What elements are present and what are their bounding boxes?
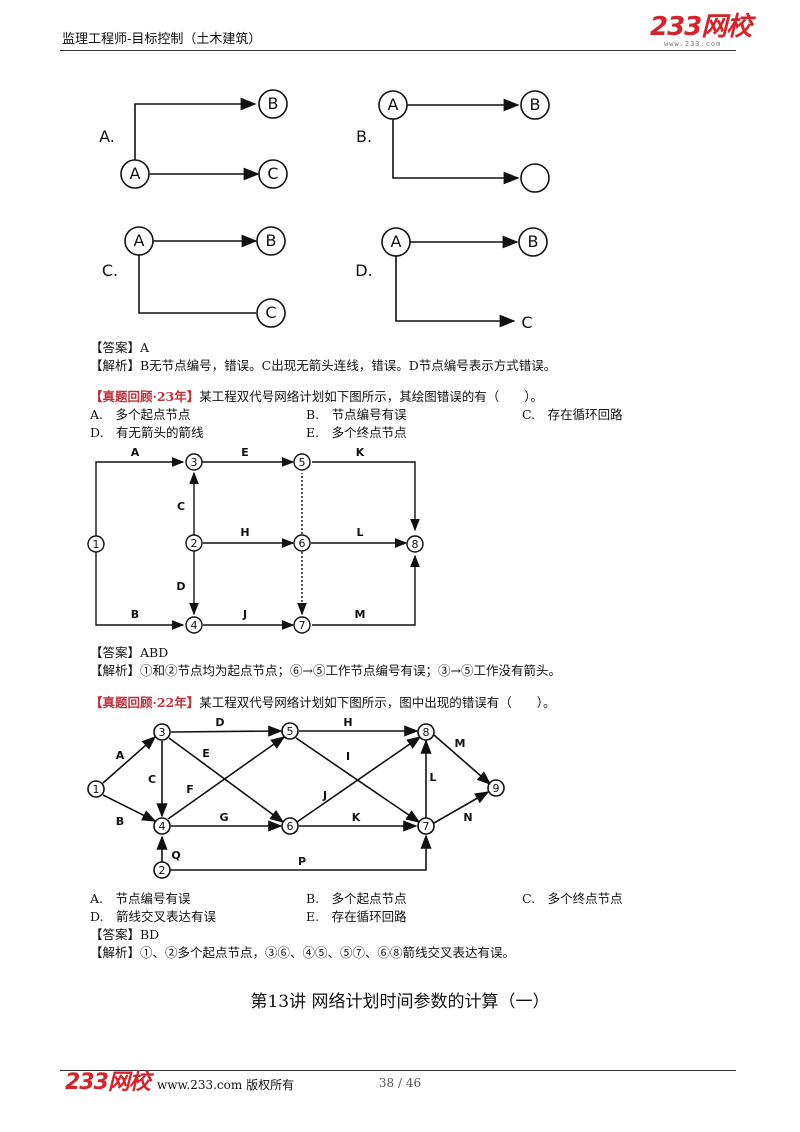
q23-act-l: L xyxy=(356,526,363,539)
brand-logo: 233网校 www.233.com xyxy=(650,12,752,48)
q22-act-k: K xyxy=(352,811,361,824)
opt-b-node-a: A xyxy=(388,95,399,114)
q22-option-e: E. 存在循环回路 xyxy=(306,909,407,924)
q22-recall-tag: 【真题回顾·22年】 xyxy=(90,695,200,710)
q22-option-b: B. 多个起点节点 xyxy=(306,891,407,906)
q23-act-d: D xyxy=(176,580,185,593)
opt-d-label-c: C xyxy=(521,313,532,332)
q23-act-h: H xyxy=(240,526,249,539)
q23-stem: 某工程双代号网络计划如下图所示，其绘图错误的有（ ）。 xyxy=(199,389,544,404)
q23-node-7: 7 xyxy=(299,619,306,632)
q22-node-1: 1 xyxy=(93,783,100,796)
q22-act-m: M xyxy=(455,737,466,750)
q22-act-l: L xyxy=(429,771,436,784)
q22-act-j: J xyxy=(322,789,327,802)
opt-d-node-a: A xyxy=(391,232,402,251)
q22-analysis: 【解析】①、②多个起点节点，③⑥、④⑤、⑤⑦、⑥⑧箭线交叉表达有误。 xyxy=(90,945,516,960)
q23-stem-line: 【真题回顾·23年】某工程双代号网络计划如下图所示，其绘图错误的有（ ）。 xyxy=(90,386,543,405)
q22-node-2: 2 xyxy=(159,864,166,877)
footer-site[interactable]: www.233.com 版权所有 xyxy=(157,1078,295,1092)
q23-node-6: 6 xyxy=(299,537,306,550)
q22-answer: 【答案】BD xyxy=(90,927,160,942)
q22-act-c: C xyxy=(148,773,156,786)
q22-node-9: 9 xyxy=(493,782,500,795)
footer-logo: 233网校 xyxy=(65,1070,151,1095)
q22-stem-line: 【真题回顾·22年】某工程双代号网络计划如下图所示，图中出现的错误有（ ）。 xyxy=(90,692,556,711)
q23-node-3: 3 xyxy=(191,456,198,469)
q23-act-e: E xyxy=(241,446,249,459)
opt-d-letter: D. xyxy=(355,261,372,280)
q23-option-b: B. 节点编号有误 xyxy=(306,407,407,422)
q22-node-4: 4 xyxy=(159,820,166,833)
q22-option-c: C. 多个终点节点 xyxy=(522,891,623,906)
q23-analysis: 【解析】①和②节点均为起点节点；⑥→⑤工作节点编号有误；③→⑤工作没有箭头。 xyxy=(90,663,561,678)
lecture-title: 第13讲 网络计划时间参数的计算（一） xyxy=(250,992,550,1012)
q22-act-a: A xyxy=(116,749,125,762)
q23-act-j: J xyxy=(242,608,247,621)
opt-a-node-c: C xyxy=(267,164,278,183)
q23-option-e: E. 多个终点节点 xyxy=(306,425,407,440)
opt-b-letter: B. xyxy=(356,127,372,146)
document-header-title: 监理工程师-目标控制（土木建筑） xyxy=(62,32,262,47)
opt-b-node-b: B xyxy=(530,95,541,114)
q22-act-q: Q xyxy=(171,849,180,862)
q22-act-p: P xyxy=(298,855,306,868)
opt-c-node-b: B xyxy=(266,231,277,250)
opt-c-letter: C. xyxy=(102,261,118,280)
q22-act-g: G xyxy=(219,811,228,824)
q23-network-diagram: 1 2 3 4 5 6 7 8 A E K C H L D B J M xyxy=(87,446,424,634)
q22-act-h: H xyxy=(343,716,352,729)
page-number: 38 / 46 xyxy=(378,1076,422,1090)
q22-node-5: 5 xyxy=(287,725,294,738)
q23-answer: 【答案】ABD xyxy=(90,645,169,660)
opt-a-node-b: B xyxy=(268,94,279,113)
prev-analysis: 【解析】B无节点编号，错误。C出现无箭头连线，错误。D节点编号表示方式错误。 xyxy=(90,358,557,373)
prev-answer: 【答案】A xyxy=(90,340,150,355)
q23-act-a: A xyxy=(131,446,140,459)
q23-node-2: 2 xyxy=(191,537,198,550)
q23-act-k: K xyxy=(356,446,365,459)
q22-option-a: A. 节点编号有误 xyxy=(90,891,191,906)
q23-act-c: C xyxy=(177,500,185,513)
q22-node-3: 3 xyxy=(159,726,166,739)
q22-option-d: D. 箭线交叉表达有误 xyxy=(90,909,217,924)
q23-option-c: C. 存在循环回路 xyxy=(522,407,623,422)
q22-act-e: E xyxy=(202,747,210,760)
q22-act-d: D xyxy=(215,716,224,729)
q23-option-d: D. 有无箭头的箭线 xyxy=(90,425,204,440)
q23-recall-tag: 【真题回顾·23年】 xyxy=(90,389,200,404)
prev-question-diagrams: A. A B C B. A B C. A B C D. A B C xyxy=(99,89,550,332)
q23-act-m: M xyxy=(355,608,366,621)
q23-node-5: 5 xyxy=(299,456,306,469)
q22-network-diagram: 1 2 3 4 5 6 7 8 9 A B C D E F G H I J K … xyxy=(87,716,505,879)
q22-act-f: F xyxy=(186,783,194,796)
q22-act-b: B xyxy=(116,815,124,828)
q22-node-8: 8 xyxy=(423,726,430,739)
q22-stem: 某工程双代号网络计划如下图所示，图中出现的错误有（ ）。 xyxy=(199,695,556,710)
opt-a-node-a: A xyxy=(130,164,141,183)
q23-act-b: B xyxy=(131,608,139,621)
opt-c-node-a: A xyxy=(134,231,145,250)
q23-node-4: 4 xyxy=(191,619,198,632)
opt-d-node-b: B xyxy=(528,232,539,251)
header-rule xyxy=(60,50,736,51)
q22-act-i: I xyxy=(346,750,350,763)
q23-node-1: 1 xyxy=(93,538,100,551)
opt-a-letter: A. xyxy=(99,127,115,146)
q22-act-n: N xyxy=(463,811,472,824)
q23-node-8: 8 xyxy=(412,538,419,551)
q22-node-6: 6 xyxy=(287,820,294,833)
q23-option-a: A. 多个起点节点 xyxy=(90,407,191,422)
footer-rule xyxy=(60,1070,736,1071)
q22-node-7: 7 xyxy=(423,820,430,833)
opt-c-node-c: C xyxy=(265,303,276,322)
